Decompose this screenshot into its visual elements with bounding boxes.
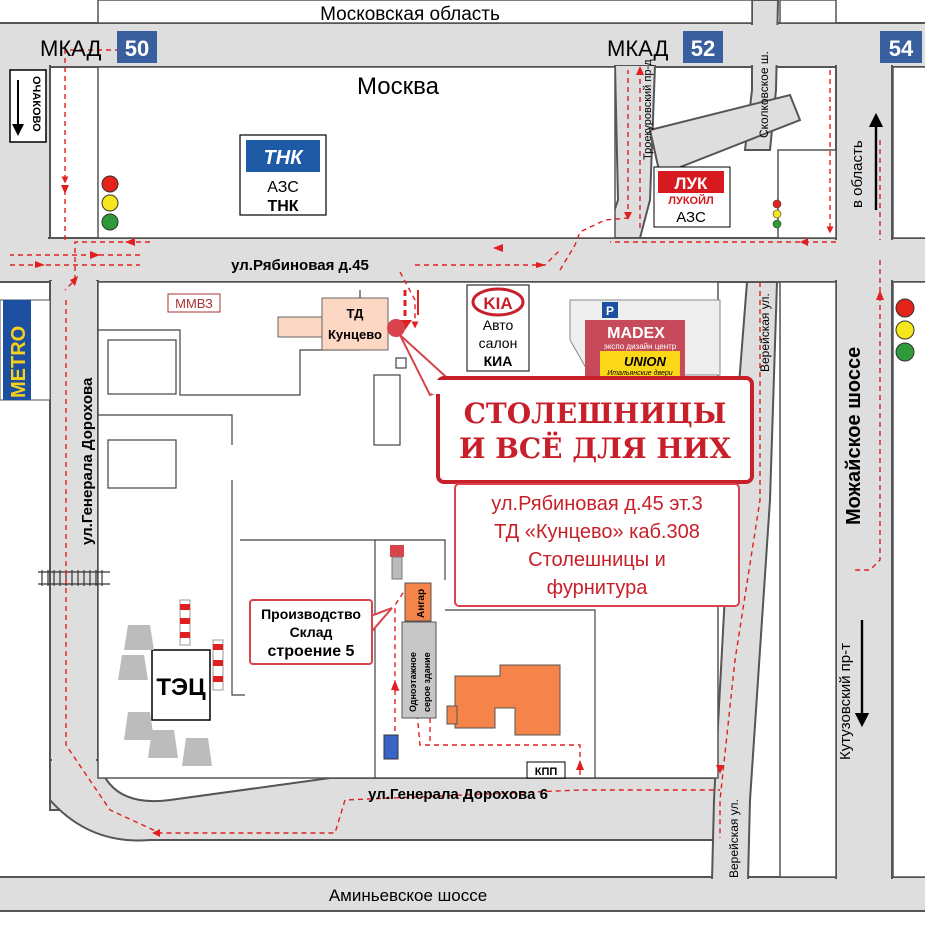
mmvz-label: ММВЗ [167, 293, 221, 313]
svg-text:Одноэтажное: Одноэтажное [408, 652, 418, 712]
east-block [777, 149, 837, 239]
label-troekurovsky: Троекуровский пр-д [642, 59, 654, 160]
union-sign [600, 351, 680, 377]
callout-address-line2: ТД «Кунцево» каб.308 [494, 521, 700, 543]
svg-text:ТНК: ТНК [264, 147, 305, 169]
lukoil-logo-icon [658, 171, 724, 193]
tnk-logo-icon [246, 140, 320, 172]
svg-text:серое здание: серое здание [422, 652, 432, 712]
label-kutuzovsky: Кутузовский пр-т [837, 643, 854, 760]
label-gen-dorokhova-6: ул.Генерала Дорохова 6 [368, 786, 548, 803]
svg-text:50: 50 [125, 36, 149, 61]
grey-building [401, 621, 437, 719]
svg-text:Производство: Производство [261, 606, 361, 622]
tec-power-plant: ТЭЦ [118, 599, 224, 766]
km-54-badge [880, 31, 922, 63]
mkad-km-badges: МКАД 50 МКАД 52 54 [40, 31, 922, 63]
svg-text:ТЭЦ: ТЭЦ [156, 674, 206, 701]
city-block-north [97, 66, 616, 239]
location-marker-icon [387, 319, 405, 337]
svg-text:КПП: КПП [535, 766, 558, 778]
ochakovo-sign: ОЧАКОВО [9, 69, 47, 143]
region-east-south [892, 281, 925, 878]
mkad-label-50: МКАД [40, 36, 102, 61]
svg-text:MADEX: MADEX [607, 325, 665, 342]
svg-text:салон: салон [479, 335, 518, 351]
region-east [892, 66, 925, 239]
blue-structure [383, 734, 399, 760]
tnk-gas-station: ТНК АЗС ТНК [239, 134, 327, 216]
km-50-badge [117, 31, 157, 63]
svg-text:КИА: КИА [484, 353, 513, 369]
svg-text:АЗС: АЗС [676, 209, 706, 226]
svg-text:P: P [606, 304, 614, 318]
traffic-light-icon [101, 175, 119, 231]
svg-text:Ангар: Ангар [416, 589, 427, 618]
label-vereyskaya-south: Верейская ул. [727, 799, 741, 878]
svg-text:ТД: ТД [347, 306, 365, 321]
svg-text:54: 54 [889, 36, 914, 61]
callout-address-line4: фурнитура [547, 577, 649, 599]
svg-text:Авто: Авто [483, 317, 514, 333]
td-kuntsevo-building: ТД Кунцево [277, 297, 405, 351]
hangar-building [404, 582, 432, 622]
svg-text:KIA: KIA [483, 294, 512, 313]
svg-text:Склад: Склад [290, 624, 333, 640]
madex-expo-center: MADEX экспо дизайн центр UNION Итальянск… [569, 299, 721, 380]
label-vereyskaya-north: Верейская ул. [758, 293, 772, 372]
label-moscow-region: Московская область [320, 4, 500, 25]
svg-text:строение 5: строение 5 [268, 643, 355, 660]
svg-text:экспо дизайн центр: экспо дизайн центр [604, 342, 677, 351]
label-v-oblast: в область [849, 140, 866, 208]
production-buildings: Ангар Одноэтажное серое здание КПП [383, 545, 566, 779]
callout-title-line1: СТОЛЕШНИЦЫ [464, 397, 727, 430]
svg-text:АЗС: АЗС [267, 179, 299, 196]
barrel-icon [390, 545, 404, 557]
chimney-icon [179, 599, 224, 691]
svg-text:ТНК: ТНК [267, 198, 298, 215]
metro-store: METRO [0, 299, 51, 401]
east-block-south [779, 281, 837, 878]
orange-building [454, 664, 561, 736]
callout-address-line1: ул.Рябиновая д.45 эт.3 [491, 493, 702, 515]
callout-title-line2: И ВСЁ ДЛЯ НИХ [459, 431, 731, 465]
label-mozhayskoe: Можайское шоссе [843, 347, 865, 525]
svg-text:Итальянские двери: Итальянские двери [607, 369, 672, 377]
svg-text:ЛУКОЙЛ: ЛУКОЙЛ [668, 194, 713, 207]
kia-logo-icon [471, 287, 525, 317]
production-callout: Производство Склад строение 5 [249, 599, 393, 665]
label-skolkovskoe: Сколковское ш. [757, 51, 771, 138]
kpp-box [526, 761, 566, 779]
svg-text:Кунцево: Кунцево [328, 327, 382, 342]
traffic-light-icon [772, 199, 782, 229]
label-moscow: Москва [357, 73, 440, 100]
slip-road [648, 93, 802, 177]
svg-text:ЛУК: ЛУК [675, 174, 709, 193]
svg-text:UNION: UNION [624, 354, 667, 369]
label-ryabinovaya: ул.Рябиновая д.45 [231, 257, 369, 274]
mkad-label-52: МКАД [607, 36, 669, 61]
traffic-light-icon [895, 298, 915, 362]
kia-dealer: KIA Авто салон КИА [466, 284, 530, 372]
label-aminyevskoe: Аминьевское шоссе [329, 886, 487, 905]
label-gen-dorokhova: ул.Генерала Дорохова [79, 377, 96, 545]
lukoil-gas-station: ЛУК ЛУКОЙЛ АЗС [653, 166, 731, 228]
callout-address-line3: Столешницы и [528, 549, 666, 571]
svg-text:52: 52 [691, 36, 715, 61]
svg-text:METRO: METRO [8, 326, 30, 398]
svg-text:ММВЗ: ММВЗ [175, 296, 213, 311]
km-52-badge [683, 31, 723, 63]
cooling-tower-icon [118, 625, 212, 766]
region-northeast [779, 0, 837, 24]
parking-icon [602, 302, 618, 318]
direction-arrows [854, 112, 884, 728]
main-callout: СТОЛЕШНИЦЫ И ВСЁ ДЛЯ НИХ ул.Рябиновая д.… [399, 334, 754, 607]
svg-text:ОЧАКОВО: ОЧАКОВО [30, 76, 42, 132]
metro-logo-icon [3, 300, 31, 400]
region-north [97, 0, 753, 24]
